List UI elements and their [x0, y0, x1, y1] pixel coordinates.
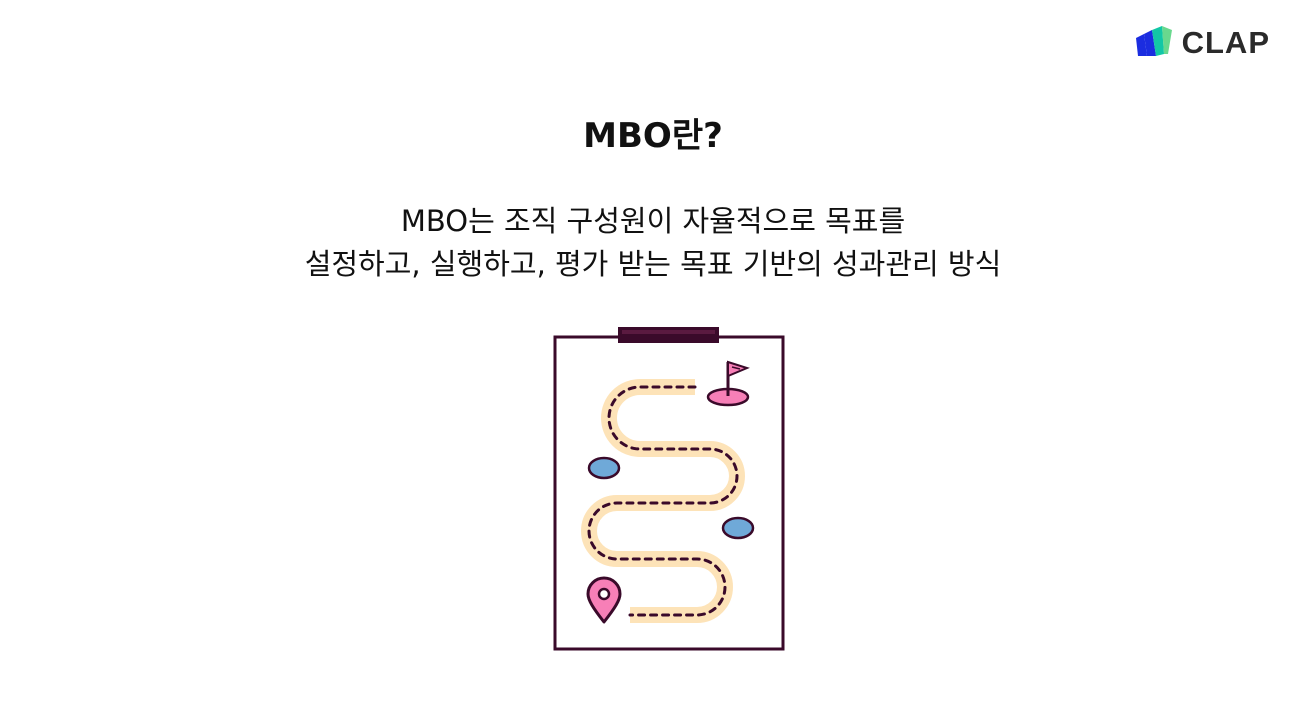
goal-roadmap-illustration [553, 327, 785, 651]
description: MBO는 조직 구성원이 자율적으로 목표를 설정하고, 실행하고, 평가 받는… [0, 200, 1306, 286]
description-line-1: MBO는 조직 구성원이 자율적으로 목표를 [400, 204, 906, 238]
page-title: MBO란? [583, 116, 723, 156]
stone-icon [721, 516, 755, 540]
clap-logo-icon [1135, 26, 1172, 56]
logo-text: CLAP [1181, 25, 1270, 60]
location-pin-icon [586, 576, 622, 624]
winding-road-icon [581, 379, 745, 623]
description-line-2: 설정하고, 실행하고, 평가 받는 목표 기반의 성과관리 방식 [304, 247, 1002, 281]
clipboard-clip-icon [618, 327, 719, 343]
brand-logo[interactable]: CLAP [1134, 26, 1270, 60]
flag-icon [706, 360, 750, 407]
stone-icon [587, 456, 621, 480]
